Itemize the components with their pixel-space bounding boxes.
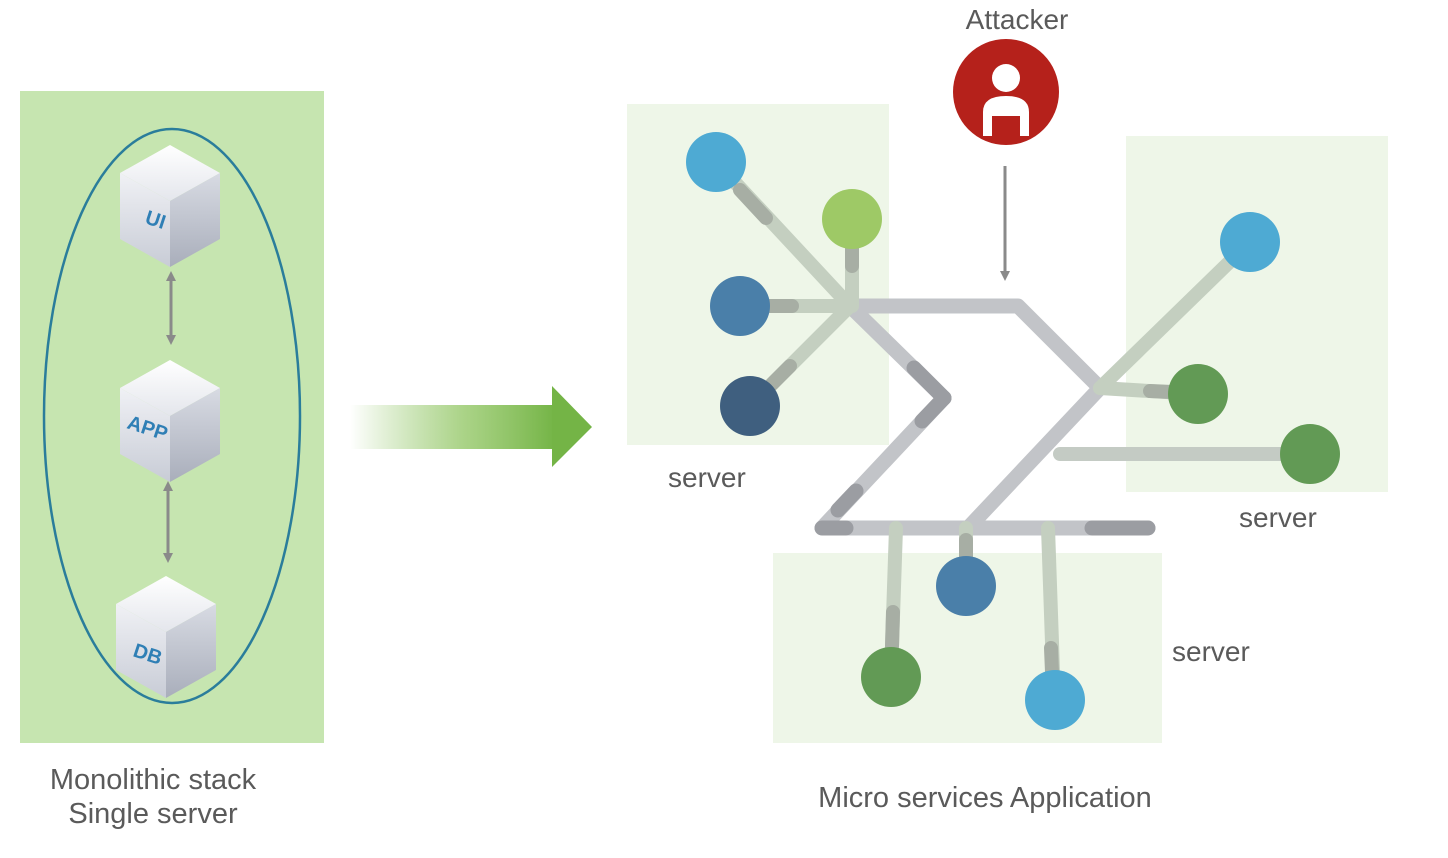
microservices-caption: Micro services Application (818, 782, 1152, 814)
monolith-caption-line2: Single server (68, 798, 238, 830)
service-node-bottom-mid (936, 556, 996, 616)
service-node-left-top (686, 132, 746, 192)
db-cube: DB (116, 576, 216, 698)
app-cube: APP (120, 360, 220, 482)
service-node-left-bottom (720, 376, 780, 436)
transition-arrow (350, 386, 592, 467)
service-node-right-bottom (1280, 424, 1340, 484)
service-node-left-lightgreen (822, 189, 882, 249)
service-node-left-mid (710, 276, 770, 336)
server-label-right: server (1239, 502, 1317, 533)
service-node-right-mid (1168, 364, 1228, 424)
service-node-bottom-right (1025, 670, 1085, 730)
server-box-right (1126, 136, 1388, 492)
service-node-bottom-left (861, 647, 921, 707)
attacker-label: Attacker (966, 4, 1069, 35)
monolith-caption-line1: Monolithic stack (50, 764, 257, 796)
service-node-right-top (1220, 212, 1280, 272)
server-label-bottom: server (1172, 636, 1250, 667)
ui-cube: UI (120, 145, 220, 267)
attacker-icon (953, 39, 1059, 145)
server-label-left: server (668, 462, 746, 493)
monolith-ellipse (42, 127, 302, 705)
monolith-panel: UI APP DB (20, 91, 324, 743)
